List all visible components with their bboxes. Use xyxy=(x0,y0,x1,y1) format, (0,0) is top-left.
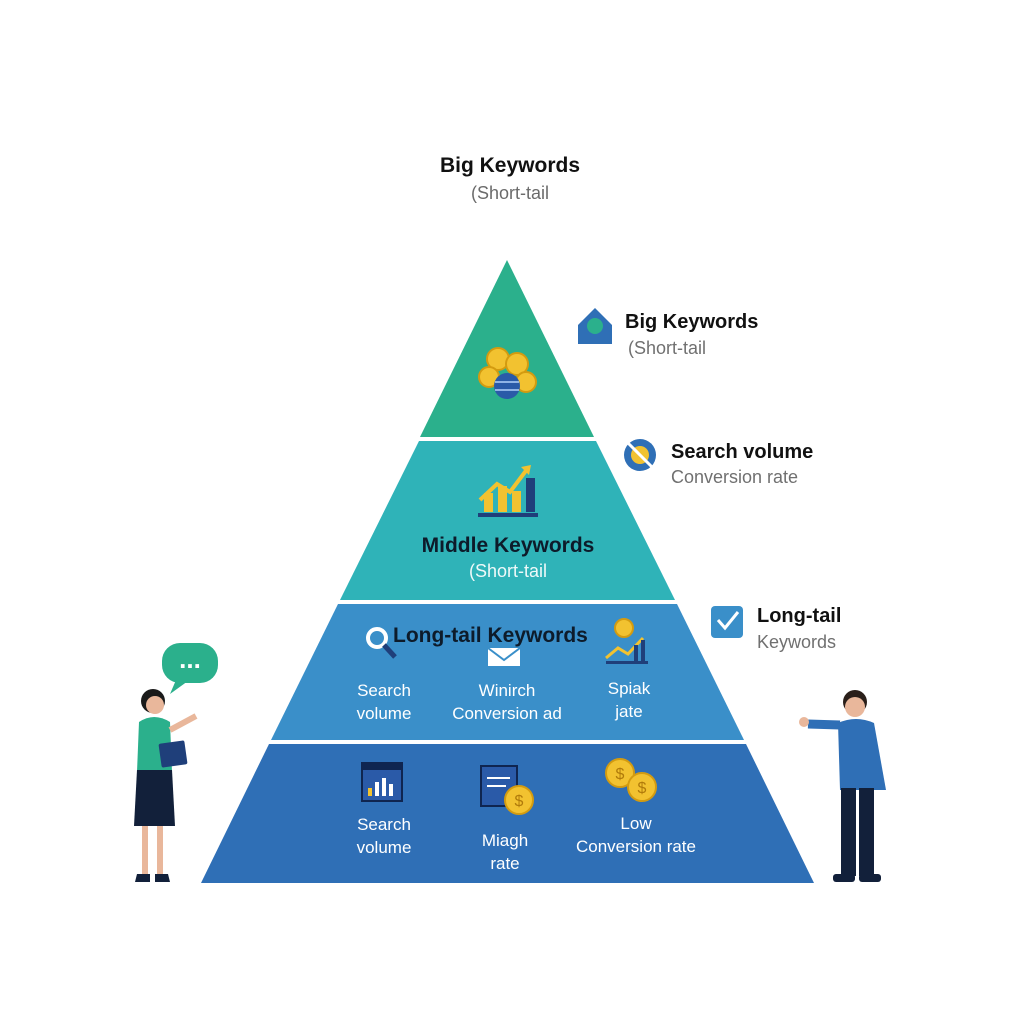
pyramid-tier-base xyxy=(201,744,814,883)
checklist-icon xyxy=(711,606,743,638)
calendar-coin-icon: $ xyxy=(480,765,534,815)
cell-line: Search xyxy=(357,681,411,700)
callout-subtitle-big-keywords: (Short-tail xyxy=(628,338,707,358)
man-presenter-figure xyxy=(799,690,886,882)
pyramid-tier-long-tail xyxy=(271,604,744,740)
dashboard-chart-icon xyxy=(361,762,403,802)
long-tail-cell-1: Search volume xyxy=(309,679,459,725)
speech-bubble-icon xyxy=(162,643,218,694)
coins-globe-icon xyxy=(478,347,537,399)
cell-line: jate xyxy=(615,702,643,721)
cell-line: Conversion ad xyxy=(452,704,562,723)
cell-line: rate xyxy=(490,854,520,873)
header-title: Big Keywords xyxy=(439,154,581,177)
middle-tier-subtitle: (Short-tail xyxy=(468,561,548,581)
svg-text:$: $ xyxy=(515,793,524,810)
cell-line: Winirch xyxy=(478,681,536,700)
growth-chart-icon xyxy=(478,465,538,517)
pyramid-tier-middle xyxy=(340,441,675,600)
cell-line: Conversion rate xyxy=(575,837,696,856)
coin-chart-icon xyxy=(605,618,648,664)
speech-bubble-text: ... xyxy=(179,644,201,674)
coins-icon: $ $ xyxy=(605,758,657,802)
cell-line: volume xyxy=(356,838,412,857)
pyramid-tier-top xyxy=(420,260,594,437)
base-cell-1: Search volume xyxy=(309,813,459,859)
callout-subtitle-long-tail: Keywords xyxy=(757,632,837,652)
long-tail-cell-3: Spiak jate xyxy=(554,677,704,723)
target-icon xyxy=(624,439,656,471)
svg-text:$: $ xyxy=(638,780,647,797)
base-cell-2: Miagh rate xyxy=(430,829,580,875)
callout-title-search-volume: Search volume xyxy=(671,441,814,463)
cell-line: Miagh xyxy=(481,831,529,850)
house-icon xyxy=(578,308,612,344)
long-tail-tier-title: Long-tail Keywords xyxy=(393,624,588,647)
callout-title-long-tail: Long-tail xyxy=(757,605,842,627)
long-tail-cell-2: Winirch Conversion ad xyxy=(432,679,582,725)
envelope-icon xyxy=(487,647,521,666)
cell-line: volume xyxy=(356,704,412,723)
cell-line: Search xyxy=(357,815,411,834)
magnifier-icon xyxy=(366,627,397,659)
cell-line: Low xyxy=(620,814,652,833)
base-cell-3: Low Conversion rate xyxy=(556,812,716,858)
middle-tier-title: Middle Keywords xyxy=(421,534,595,557)
header-subtitle: (Short-tail xyxy=(470,183,550,203)
callout-subtitle-search-volume: Conversion rate xyxy=(671,467,799,487)
woman-presenter-figure xyxy=(134,689,198,882)
svg-text:$: $ xyxy=(616,766,625,783)
callout-title-big-keywords: Big Keywords xyxy=(625,311,759,333)
cell-line: Spiak xyxy=(607,679,651,698)
